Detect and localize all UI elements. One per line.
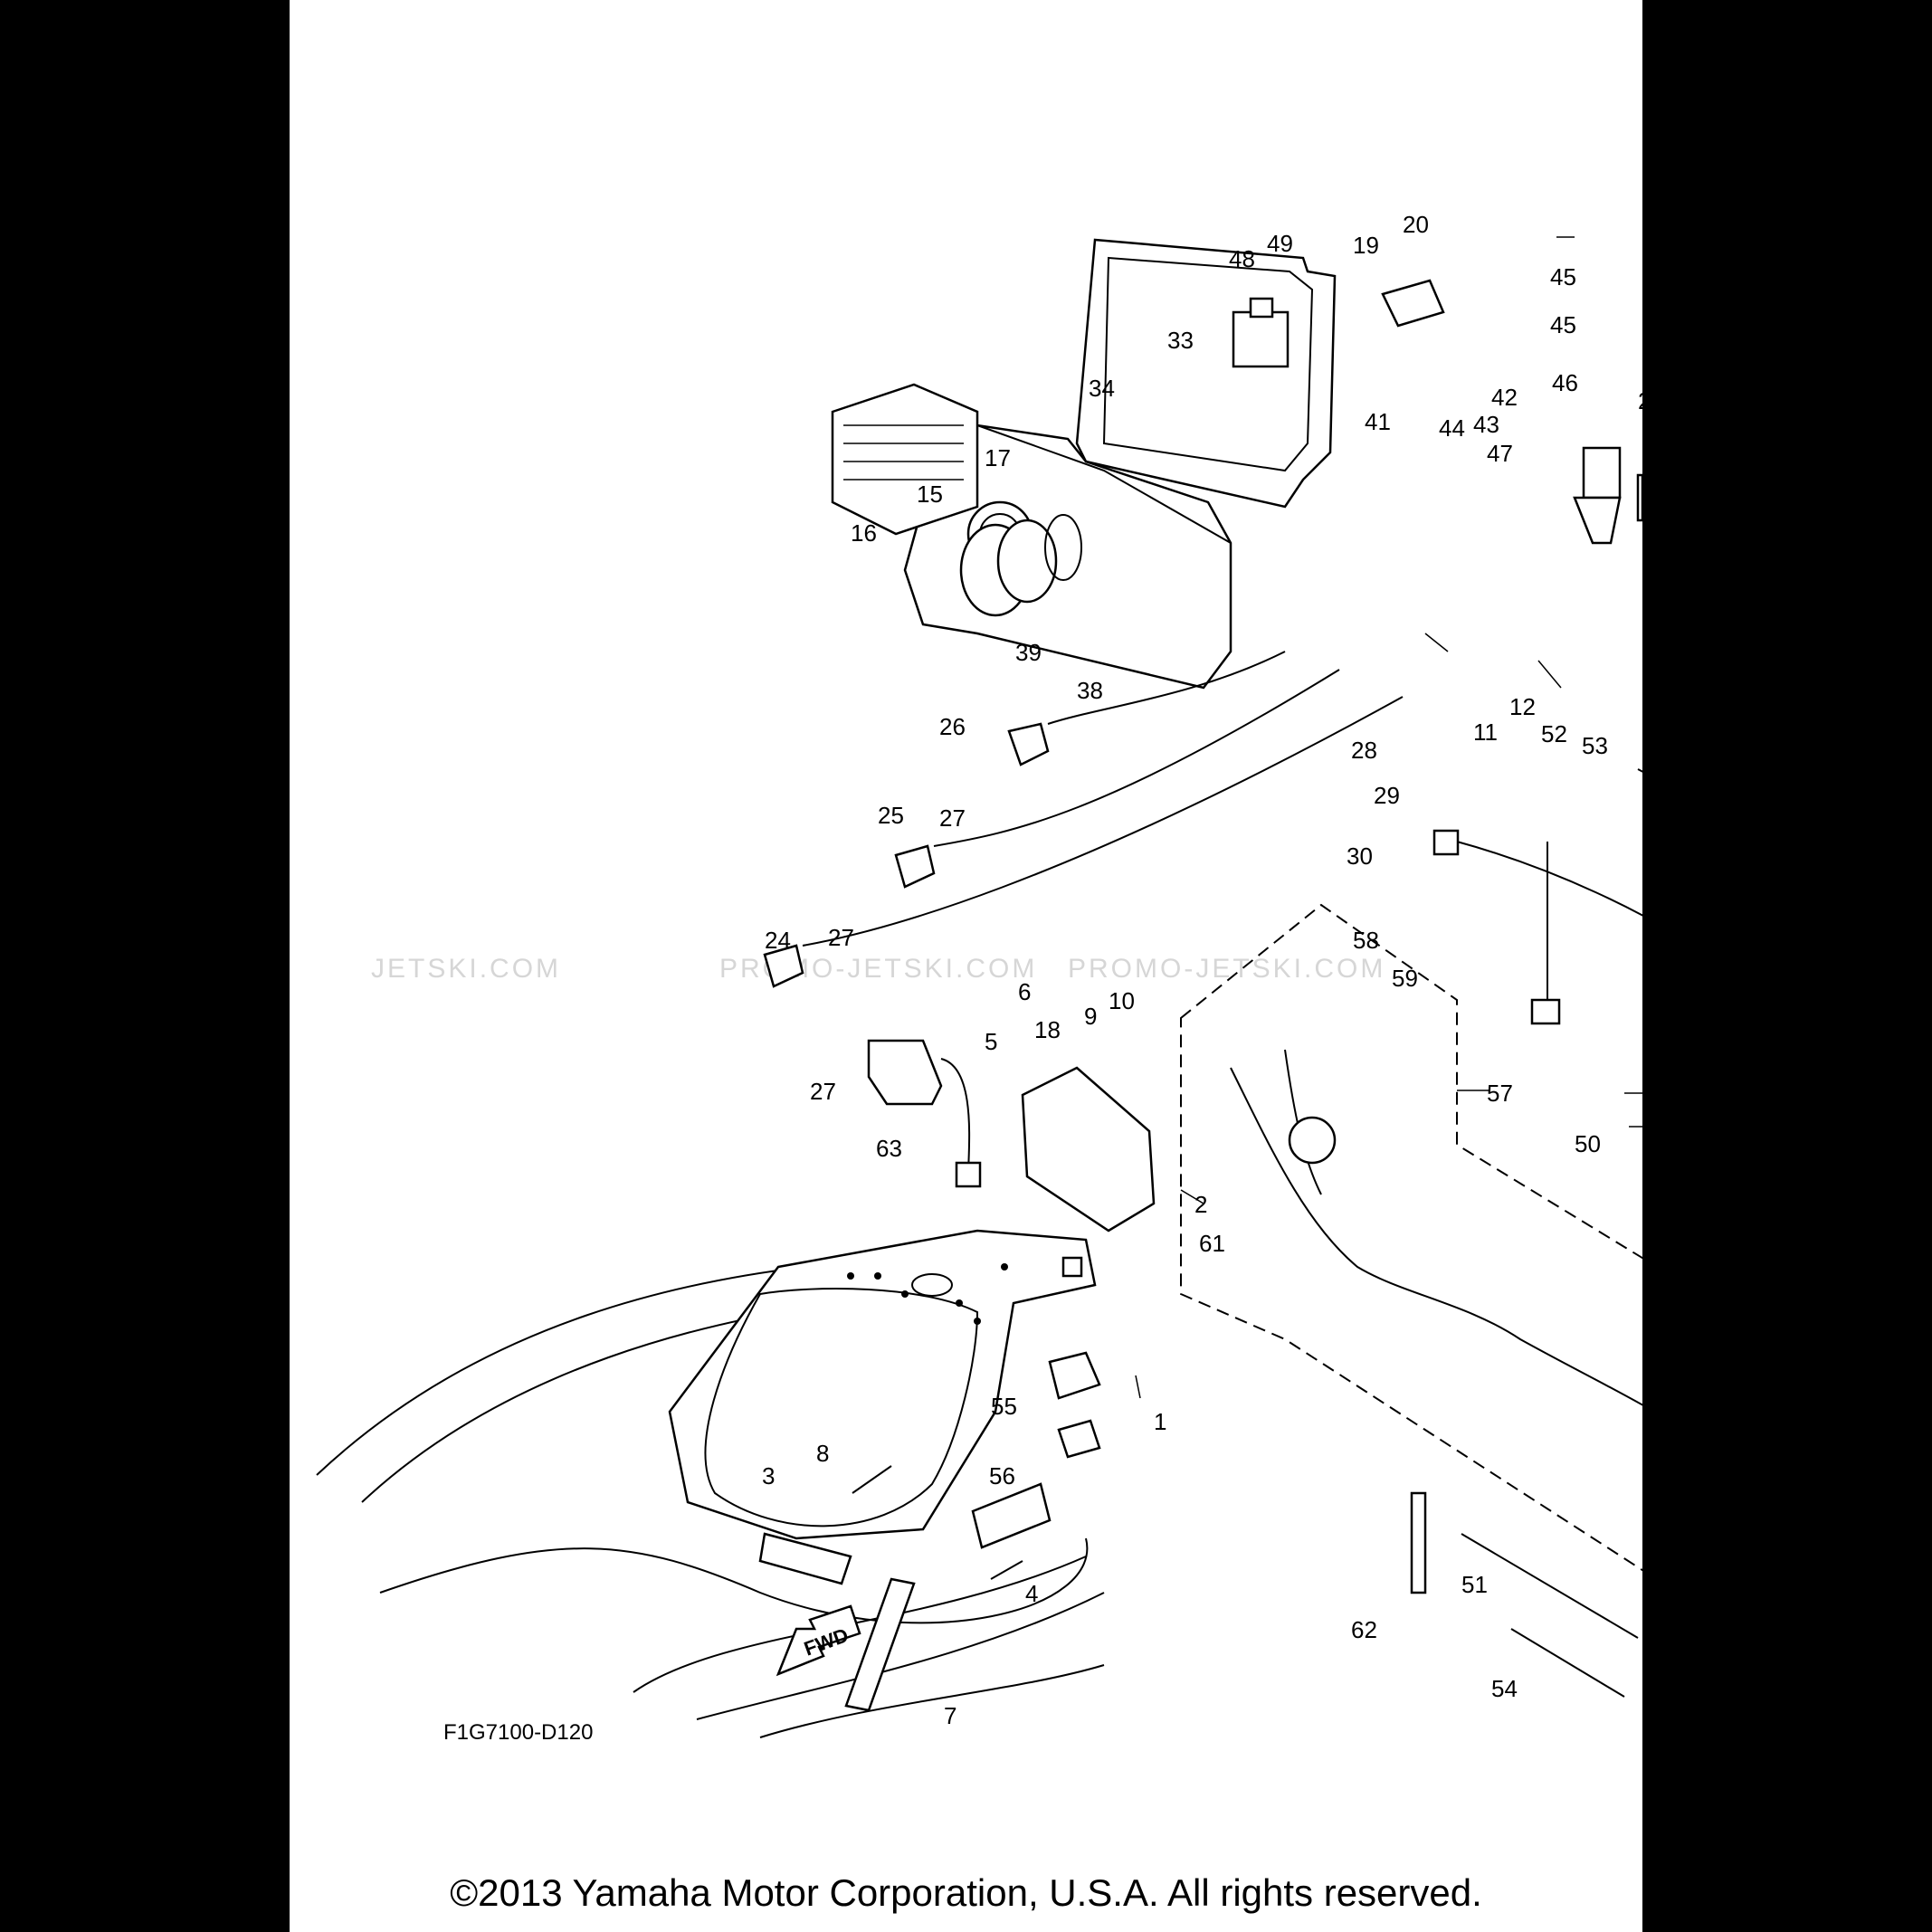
- callout-24: 24: [765, 927, 791, 954]
- hull-deck: [668, 1229, 1097, 1540]
- callout-44: 44: [1439, 414, 1465, 442]
- callout-17: 17: [985, 444, 1011, 471]
- callout-58: 58: [1353, 927, 1379, 954]
- callout-51: 51: [1461, 1571, 1488, 1598]
- callout-59: 59: [1392, 965, 1418, 992]
- copyright-notice: ©2013 Yamaha Motor Corporation, U.S.A. A…: [450, 1871, 1482, 1914]
- exploded-parts-diagram: JETSKI.COM PROMO-JETSKI.COM PROMO-JETSKI…: [316, 211, 1642, 1745]
- callout-5: 5: [985, 1028, 997, 1055]
- callout-38: 38: [1077, 677, 1103, 704]
- callout-52: 52: [1541, 720, 1567, 747]
- callout-27c: 27: [810, 1078, 836, 1105]
- callout-54: 54: [1491, 1675, 1518, 1702]
- callouts: 1 2 3 4 5 6 7 8 9 10 11 12 13 14 15 16 1…: [762, 211, 1642, 1729]
- callout-7: 7: [944, 1702, 956, 1729]
- callout-47: 47: [1487, 440, 1513, 467]
- rectifier-33: [831, 383, 979, 536]
- watermark-3: PROMO-JETSKI.COM: [1068, 954, 1385, 984]
- callout-56: 56: [989, 1462, 1015, 1489]
- harness-57-region: [1180, 903, 1642, 1572]
- callout-27a: 27: [939, 804, 966, 832]
- callout-18: 18: [1034, 1016, 1061, 1043]
- callout-27b: 27: [828, 924, 854, 951]
- callout-9: 9: [1084, 1003, 1097, 1030]
- plug-caps: [763, 651, 1404, 988]
- bracket-19: [1381, 279, 1445, 328]
- leader-lines: [1135, 236, 1642, 1399]
- callout-2: 2: [1194, 1191, 1207, 1218]
- callout-8: 8: [816, 1440, 829, 1467]
- callout-39: 39: [1015, 639, 1042, 666]
- callout-26: 26: [939, 713, 966, 740]
- callout-62: 62: [1351, 1616, 1377, 1643]
- callout-20: 20: [1403, 211, 1429, 238]
- callout-10: 10: [1109, 987, 1135, 1014]
- callout-34: 34: [1089, 375, 1115, 402]
- callout-28: 28: [1351, 737, 1377, 764]
- box-63: [867, 1039, 982, 1188]
- callout-16: 16: [851, 519, 877, 547]
- misc-parts: [758, 1256, 1639, 1712]
- callout-43: 43: [1473, 411, 1499, 438]
- cable-40: [1637, 768, 1642, 773]
- watermark-1: JETSKI.COM: [371, 954, 561, 984]
- callout-22a: 22: [1638, 387, 1642, 414]
- callout-48: 48: [1229, 245, 1255, 272]
- callout-42: 42: [1491, 384, 1518, 411]
- ignition-coils: [1573, 446, 1642, 545]
- diagram-code: F1G7100-D120: [443, 1720, 593, 1745]
- callout-25: 25: [878, 802, 904, 829]
- callout-29: 29: [1374, 782, 1400, 809]
- callout-30: 30: [1347, 842, 1373, 870]
- callout-45a: 45: [1550, 263, 1576, 290]
- relay-48: [1232, 297, 1290, 368]
- callout-55: 55: [991, 1393, 1017, 1420]
- callout-49: 49: [1267, 230, 1293, 257]
- callout-63: 63: [876, 1135, 902, 1162]
- fwd-arrow: FWD: [776, 1604, 861, 1677]
- callout-1: 1: [1154, 1408, 1166, 1435]
- callout-45b: 45: [1550, 311, 1576, 338]
- callout-41: 41: [1365, 408, 1391, 435]
- cap-16: [959, 514, 1082, 617]
- callout-19: 19: [1353, 232, 1379, 259]
- cdi-18: [1021, 1066, 1156, 1232]
- callout-12: 12: [1509, 693, 1536, 720]
- callout-50: 50: [1575, 1130, 1601, 1157]
- callout-33: 33: [1167, 327, 1194, 354]
- parts-sheet: JETSKI.COM PROMO-JETSKI.COM PROMO-JETSKI…: [290, 0, 1642, 1932]
- callout-6: 6: [1018, 978, 1031, 1005]
- callout-11: 11: [1473, 719, 1498, 746]
- callout-46: 46: [1552, 369, 1578, 396]
- callout-57: 57: [1487, 1080, 1513, 1107]
- callout-4: 4: [1025, 1580, 1038, 1607]
- plate-13: [1075, 238, 1337, 509]
- callout-61: 61: [1199, 1230, 1225, 1257]
- callout-53: 53: [1582, 732, 1608, 759]
- callout-3: 3: [762, 1462, 775, 1489]
- callout-15: 15: [917, 481, 943, 508]
- harness-60: [1432, 829, 1642, 1025]
